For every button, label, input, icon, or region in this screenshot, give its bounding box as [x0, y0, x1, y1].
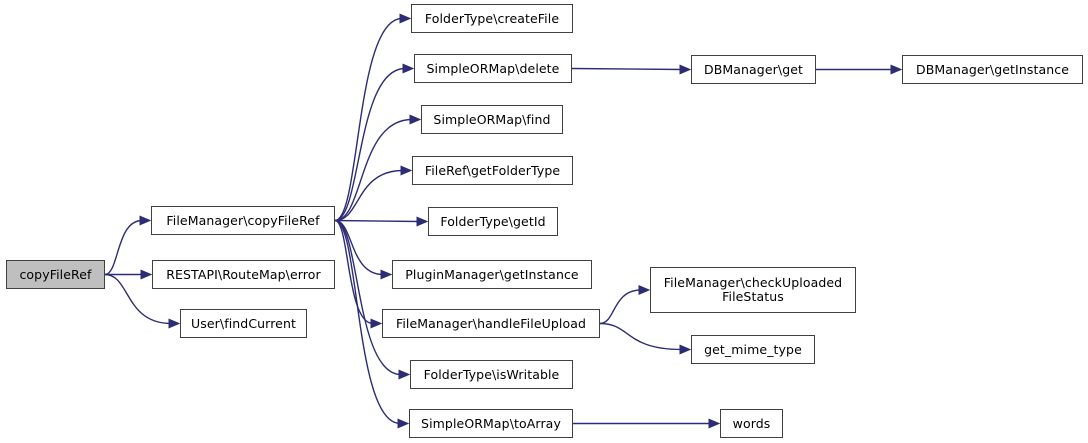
edge-copyFileRefFM-to-getId — [334, 219, 420, 223]
arrowhead-dbGet-to-dbGetInstance — [890, 64, 903, 75]
arrowhead-copyFileRefFM-to-getId — [416, 216, 429, 227]
graph-node-copyFileRefFM[interactable]: FileManager\copyFileRef — [151, 206, 335, 235]
graph-node-createFile[interactable]: FolderType\createFile — [411, 4, 573, 33]
edge-copyFileRefFM-to-pluginGetInstance — [334, 219, 384, 276]
graph-node-dbGetInstance[interactable]: DBManager\getInstance — [902, 55, 1083, 84]
arrowhead-copyFileRefFM-to-getFolderType — [400, 165, 413, 176]
edge-copyFileRefFM-to-delete — [334, 67, 406, 222]
graph-node-pluginGetInstance[interactable]: PluginManager\getInstance — [392, 260, 592, 289]
arrowhead-copyFileRefFM-to-handleFileUpload — [370, 318, 383, 329]
edge-handleFileUpload-to-getMimeType — [599, 322, 683, 351]
edge-copyFileRef-to-copyFileRefFM — [104, 219, 143, 276]
arrowhead-toArray-to-words — [708, 418, 721, 429]
edge-handleFileUpload-to-checkUploadedStatus — [599, 289, 642, 325]
graph-node-userFindCurrent[interactable]: User\findCurrent — [180, 309, 307, 338]
arrowhead-copyFileRef-to-userFindCurrent — [168, 318, 181, 329]
edge-delete-to-dbGet — [571, 67, 683, 71]
graph-node-words[interactable]: words — [720, 409, 783, 438]
arrowhead-copyFileRef-to-copyFileRefFM — [139, 215, 152, 226]
graph-node-toArray[interactable]: SimpleORMap\toArray — [409, 409, 573, 438]
arrowhead-copyFileRefFM-to-toArray — [397, 418, 410, 429]
graph-node-delete[interactable]: SimpleORMap\delete — [414, 54, 572, 83]
edge-copyFileRefFM-to-getFolderType — [334, 169, 404, 222]
graph-node-getMimeType[interactable]: get_mime_type — [691, 335, 815, 364]
arrowhead-copyFileRefFM-to-find — [409, 114, 422, 125]
edge-copyFileRefFM-to-isWritable — [334, 219, 402, 376]
arrowhead-copyFileRef-to-routeMapError — [140, 269, 153, 280]
graph-node-handleFileUpload[interactable]: FileManager\handleFileUpload — [382, 309, 600, 338]
graph-node-checkUploadedStatus[interactable]: FileManager\checkUploaded FileStatus — [650, 267, 856, 313]
edge-copyFileRefFM-to-find — [334, 118, 413, 222]
edge-copyFileRefFM-to-createFile — [334, 17, 403, 222]
arrowhead-copyFileRefFM-to-delete — [402, 63, 415, 74]
arrowhead-copyFileRefFM-to-createFile — [399, 13, 412, 24]
graph-node-isWritable[interactable]: FolderType\isWritable — [410, 360, 573, 389]
graph-node-dbGet[interactable]: DBManager\get — [691, 55, 816, 84]
graph-node-copyFileRef[interactable]: copyFileRef — [6, 260, 105, 289]
arrowhead-copyFileRefFM-to-isWritable — [398, 369, 411, 380]
arrowhead-delete-to-dbGet — [679, 64, 692, 75]
arrowhead-copyFileRefFM-to-pluginGetInstance — [380, 269, 393, 280]
arrowhead-handleFileUpload-to-checkUploadedStatus — [638, 285, 651, 295]
graph-node-find[interactable]: SimpleORMap\find — [421, 105, 563, 134]
edge-copyFileRefFM-to-handleFileUpload — [334, 219, 374, 325]
graph-node-getId[interactable]: FolderType\getId — [428, 207, 558, 236]
graph-node-routeMapError[interactable]: RESTAPI\RouteMap\error — [152, 260, 335, 289]
arrowhead-handleFileUpload-to-getMimeType — [679, 344, 692, 355]
graph-node-getFolderType[interactable]: FileRef\getFolderType — [412, 156, 573, 185]
